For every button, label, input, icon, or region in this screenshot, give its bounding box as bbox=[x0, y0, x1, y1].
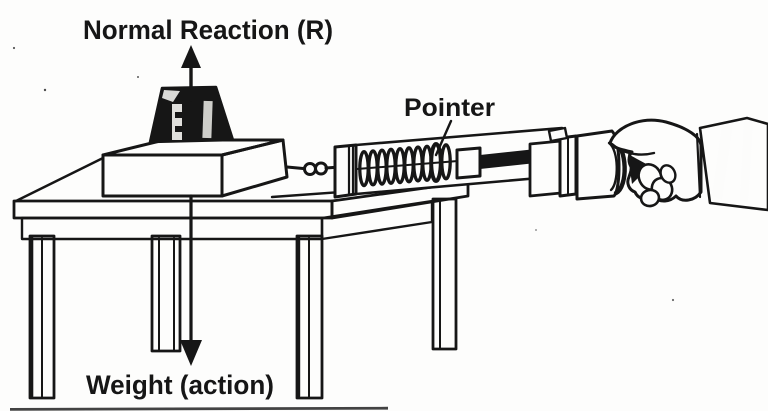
table-leg-front-right bbox=[295, 234, 324, 400]
weight-top-highlight bbox=[162, 90, 180, 102]
block-front-face bbox=[101, 153, 224, 198]
scan-specks bbox=[12, 46, 675, 302]
weight-action-arrow bbox=[180, 194, 202, 366]
table-leg-rear-right bbox=[431, 197, 458, 351]
sleeve bbox=[698, 116, 768, 212]
table-apron-right bbox=[320, 199, 434, 241]
hand bbox=[608, 118, 703, 208]
block-hook-link bbox=[285, 165, 305, 170]
pointer-leader-line bbox=[434, 119, 453, 157]
weight-on-block bbox=[148, 85, 235, 144]
table-back-edge-left bbox=[14, 156, 105, 203]
spring-balance bbox=[285, 126, 578, 199]
wooden-block bbox=[101, 138, 289, 198]
thumb-crease bbox=[610, 142, 656, 156]
scan-artifact-line bbox=[10, 406, 388, 411]
sleeve-fold-highlight bbox=[712, 124, 733, 200]
balance-plug bbox=[528, 139, 563, 198]
normal-reaction-arrow bbox=[181, 45, 201, 102]
normal-reaction-label: Normal Reaction (R) bbox=[83, 15, 333, 45]
balance-slider bbox=[455, 146, 482, 180]
weight-action-label: Weight (action) bbox=[86, 370, 274, 400]
fingers bbox=[637, 163, 677, 208]
table-top-front-edge bbox=[12, 199, 334, 220]
ring-notch bbox=[547, 126, 569, 143]
wrist-line bbox=[695, 132, 702, 199]
spring-coil bbox=[358, 142, 452, 188]
hook-icon bbox=[303, 161, 328, 176]
weight-highlight bbox=[202, 100, 213, 139]
table-leg-front-left bbox=[28, 234, 56, 400]
table bbox=[12, 156, 470, 400]
pointer-label: Pointer bbox=[404, 94, 495, 122]
table-leg-rear-left bbox=[150, 234, 182, 353]
weight-slot bbox=[172, 104, 182, 140]
piston-rod bbox=[480, 149, 536, 169]
